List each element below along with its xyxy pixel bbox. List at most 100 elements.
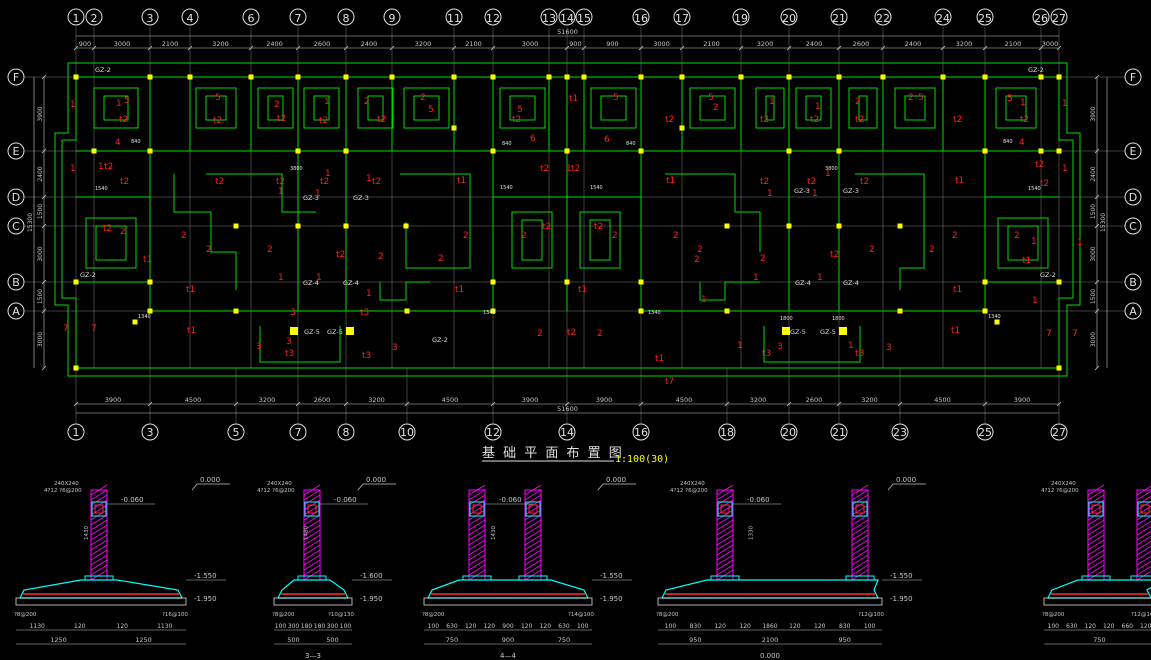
axis-label-left: D [12,191,20,204]
elev1-text: -1.550 [890,572,913,580]
dim-text: 3900 [105,396,122,404]
gz-column [564,74,570,80]
axis-label-top: 9 [389,12,396,25]
wall-hatch-line [468,509,486,521]
dim-text: 3200 [212,40,229,48]
section-dim-text: 630 [1066,623,1078,630]
wall-hatch-line [1136,520,1151,531]
foundation-mark: t2 [213,116,222,126]
foundation-mark: t2 [215,177,224,187]
footing-box [93,87,139,129]
axis-bubble-bottom [67,423,85,441]
axis-bubble-bottom [484,423,502,441]
section-dim-text: 120 [484,623,496,630]
gz-column [403,223,409,229]
wall-hatch-line [524,564,542,576]
wall-hatch-line [303,544,321,556]
beam-label: 1340 [483,310,496,316]
rebar-bottom-text: ?8@200 [422,612,445,618]
section-height-text: 1430 [491,526,497,540]
plinth [84,575,114,580]
gz-column [248,74,254,80]
gz-label: GZ-4 [795,279,811,287]
foundation-mark: t2 [119,115,128,125]
axis-bubble-top [85,8,103,26]
dim-tick [73,45,79,51]
axis-bubble-top [484,8,502,26]
dim-text: 3200 [368,396,385,404]
wall-hatch-line [90,569,108,581]
plinth [1130,575,1151,580]
footing-pad [1043,597,1151,606]
axis-label-top: 27 [1052,12,1066,25]
wall-hatch-line [851,519,869,531]
elev1-text: -1.550 [194,572,217,580]
axis-label-top: 21 [832,12,846,25]
section-dim-text: 120 [74,623,86,630]
dim-tick [248,45,254,51]
dim-text: 900 [569,40,581,48]
wall-hatch-line [90,524,108,536]
beam-label: 3800 [290,166,303,172]
wall-hatch-line [1136,550,1151,561]
wall-hatch-line [90,549,108,561]
dim-total-text-vertical: 15300 [27,213,34,232]
foundation-mark: 2 [206,245,212,255]
dim-text: 3900 [596,396,613,404]
dim-text: 3000 [522,40,539,48]
dim-text: 2400 [361,40,378,48]
foundation-mark: t2 [830,250,839,260]
wall-hatch-line [303,514,321,526]
gz-rebar-text: 4?12 ?6@200 [44,488,82,494]
wall-hatch-line [90,539,108,551]
wall-hatch-line [90,489,108,501]
wall-hatch-line [851,539,869,551]
dim-text: 3200 [415,40,432,48]
foundation-mark: 4 [1019,138,1025,148]
dim-text: 3200 [757,40,774,48]
foundation-mark: 5 [918,93,924,103]
gz-size-text: 240X240 [54,481,79,487]
section-dim-text: 830 [690,623,702,630]
wall-hatch-line [716,544,734,556]
axis-label-right: A [1129,305,1137,318]
section-dim-text: 1130 [157,623,172,630]
wall-hatch-line [716,569,734,581]
axis-label-bottom: 12 [486,426,500,439]
foundation-mark: t2 [1020,115,1029,125]
wall-hatch-line [90,484,108,496]
section-dim-text: 300 [327,623,339,630]
gz-column [233,223,239,229]
foundation-mark: 3 [256,342,262,352]
axis-label-top: 22 [876,12,890,25]
dim-tick [147,45,153,51]
axis-bubble-right [1124,188,1142,206]
foundation-mark: 2 [612,231,618,241]
dim-tick [786,401,792,407]
dim-tick [982,45,988,51]
dim-text: 4500 [676,396,693,404]
section-total-text: 1250 [50,636,67,644]
gz-label: GZ-3 [303,194,319,202]
foundation-mark: 2 [463,231,469,241]
dim-text: 3000 [114,40,131,48]
axis-bubble-bottom [558,423,576,441]
axis-label-right: F [1130,71,1136,84]
axis-bubble-bottom [398,423,416,441]
wall-hatch-line [303,539,321,551]
dim-tick [295,401,301,407]
axis-label-bottom: 1 [73,426,80,439]
foundation-mark: 2 [694,255,700,265]
axis-bubble-bottom [141,423,159,441]
wall-hatch-line [524,524,542,536]
gz-label: GZ-2 [95,66,111,74]
gz-label: GZ-3 [843,187,859,195]
axis-bubble-top [67,8,85,26]
axis-bubble-top [289,8,307,26]
gz-column [451,125,457,131]
section-dim-text: 120 [1140,623,1151,630]
section-dim-text: 630 [446,623,458,630]
dim-tick [836,45,842,51]
